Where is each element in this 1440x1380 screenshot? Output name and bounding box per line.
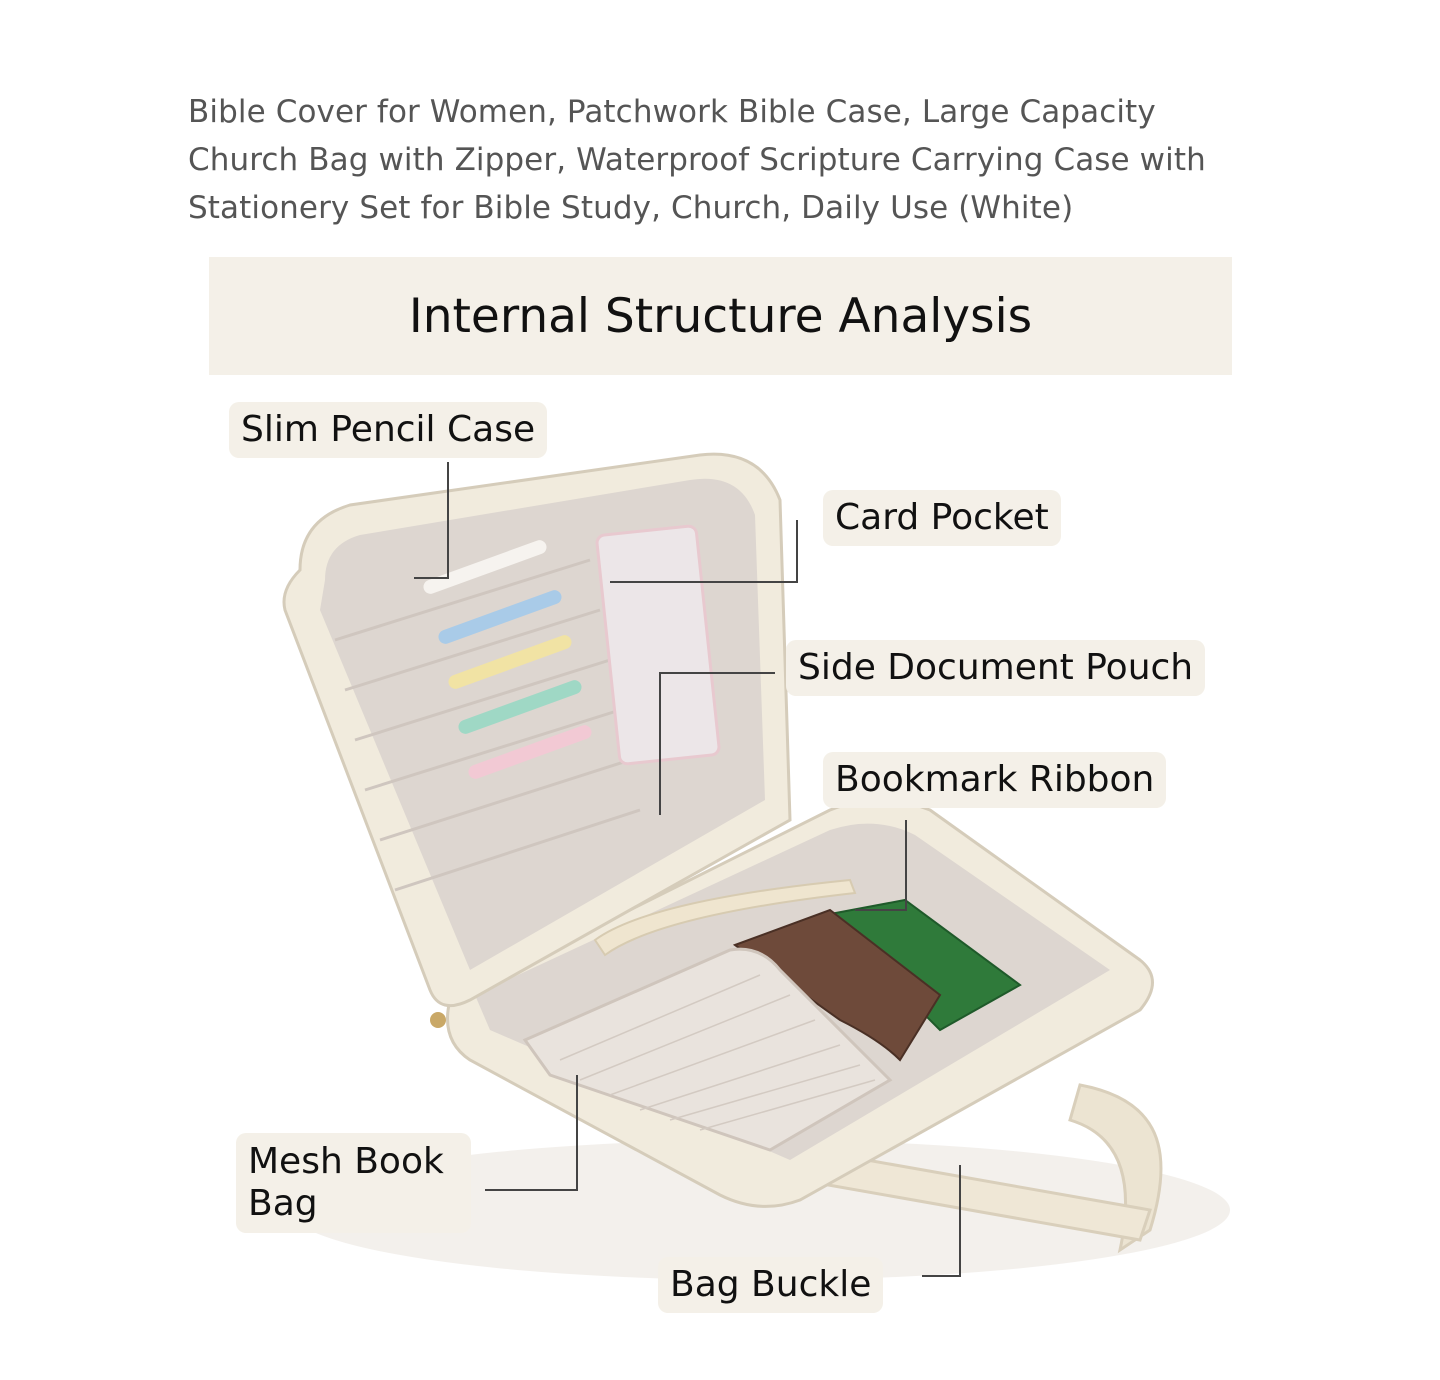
bookmark-ribbon-icon: [593, 878, 857, 957]
label-card-pocket: Card Pocket: [823, 490, 1061, 546]
leader-slim-pencil-case: [414, 462, 449, 579]
leader-mesh-book-bag: [485, 1075, 578, 1191]
leader-bag-buckle: [922, 1165, 961, 1277]
label-side-document-pouch: Side Document Pouch: [786, 640, 1206, 696]
bag-shadow: [290, 1140, 1230, 1280]
label-mesh-book-bag: Mesh Book Bag: [236, 1133, 471, 1233]
leader-bookmark-ribbon: [855, 820, 907, 911]
mesh-pattern: [559, 974, 876, 1131]
label-bag-buckle: Bag Buckle: [658, 1257, 884, 1313]
brown-bible-icon: [732, 908, 942, 1062]
label-slim-pencil-case: Slim Pencil Case: [229, 402, 548, 458]
pencil-slots: [334, 558, 641, 892]
card-pocket-window: [595, 524, 721, 766]
heading-banner: Internal Structure Analysis: [209, 257, 1232, 375]
pens-icon: [423, 540, 592, 779]
leader-lines: [414, 462, 961, 1277]
label-bookmark-ribbon: Bookmark Ribbon: [823, 752, 1167, 808]
mesh-book-bag-icon: [522, 947, 893, 1152]
zipper-pull-icon: [430, 1012, 446, 1028]
product-title: Bible Cover for Women, Patchwork Bible C…: [188, 94, 1206, 226]
leader-side-document-pouch: [659, 672, 775, 815]
infographic-heading: Internal Structure Analysis: [408, 288, 1033, 344]
leader-card-pocket: [610, 520, 798, 583]
